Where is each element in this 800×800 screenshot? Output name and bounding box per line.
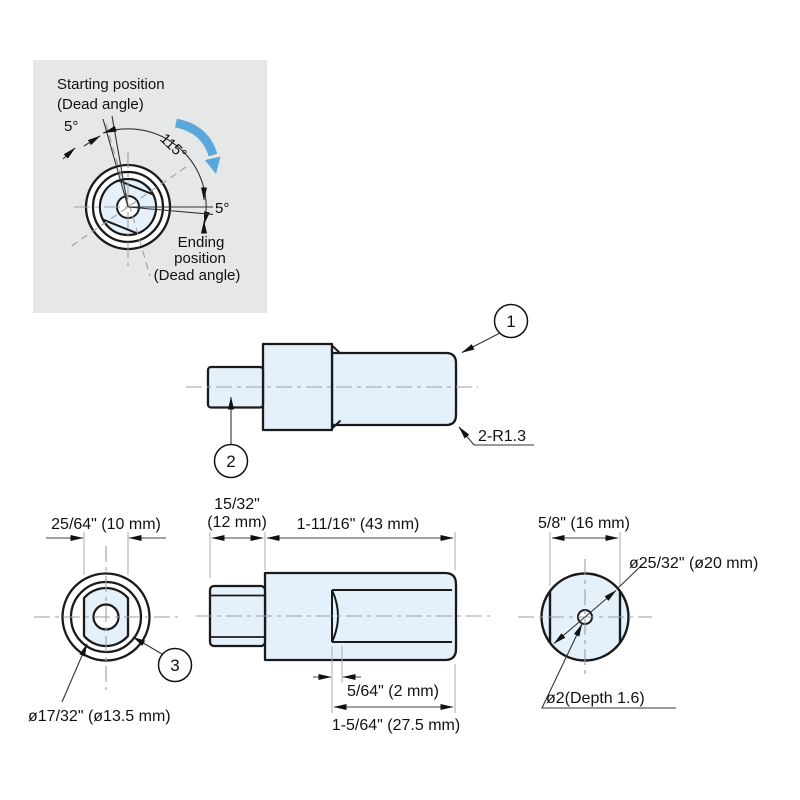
callout-1-circle <box>493 303 529 339</box>
ending-position-label-line2: position <box>174 250 226 267</box>
rotation-direction-arrow <box>174 118 218 157</box>
center-hole-dim: ø2(Depth 1.6) <box>546 690 645 707</box>
start-dead-angle-value: 5° <box>64 118 78 135</box>
starting-position-label-line1: Starting position <box>57 76 165 93</box>
callout-3-circle <box>157 647 193 683</box>
radius-note-text: 2-R1.3 <box>478 428 526 445</box>
start-angle-arrow-b <box>83 135 101 147</box>
dia-leader <box>616 562 645 590</box>
start-wedge-line-b <box>102 118 129 208</box>
callout-1-leader <box>461 332 501 353</box>
end-across-flats-dim: 5/8" (16 mm) <box>538 515 630 532</box>
start-angle-arrow-a <box>62 147 76 160</box>
bore-length-dim: 1-5/64" (27.5 mm) <box>332 717 460 734</box>
end-wedge-line-b <box>127 206 214 215</box>
ending-position-label-line1: Ending <box>178 234 225 251</box>
dia-arrow-upper <box>584 590 617 618</box>
stem-dim-line1: 15/32" <box>214 496 260 513</box>
shaft-dia-leader <box>61 643 88 703</box>
callout-1-number: 1 <box>506 312 515 331</box>
radius-note-leader <box>458 426 534 446</box>
end-view: 5/8" (16 mm) ø25/32" (ø20 mm) ø2(Depth 1… <box>518 515 758 709</box>
flange-chamfer-top <box>331 344 342 355</box>
end-diameter-dim: ø25/32" (ø20 mm) <box>629 555 758 572</box>
callout-2-circle <box>213 443 249 479</box>
body-profile <box>330 351 458 427</box>
side-view: 1 2 2-R1.3 <box>186 303 534 479</box>
ending-position-label-line3: (Dead angle) <box>154 267 241 284</box>
front-across-flats-dim: 25/64" (10 mm) <box>51 516 161 533</box>
callout-3-number: 3 <box>170 656 179 675</box>
dia-arrow-lower <box>553 616 586 644</box>
phantom-line-start-axis <box>105 123 151 277</box>
stem-dim-line2: (12 mm) <box>207 514 267 531</box>
body-length-dim: 1-11/16" (43 mm) <box>297 516 420 533</box>
callout-2-number: 2 <box>226 452 235 471</box>
rotation-range-inset: Starting position (Dead angle) 5° 115° <box>33 60 267 313</box>
rotation-direction-arrowhead <box>204 156 221 174</box>
center-hole-leader <box>541 623 676 709</box>
sweep-arc <box>102 128 207 226</box>
starting-position-label-line2: (Dead angle) <box>57 96 144 113</box>
shaft-dia-dim: ø17/32" (ø13.5 mm) <box>28 708 171 725</box>
callout-3-leader <box>132 636 163 655</box>
end-dead-angle-value: 5° <box>215 200 229 217</box>
front-view: 25/64" (10 mm) 3 ø17/32" (ø13.5 mm) <box>28 516 193 725</box>
section-view: 15/32" (12 mm) 1-11/16" (43 mm) 5/64" (2… <box>196 496 490 734</box>
slot-depth-dim: 5/64" (2 mm) <box>347 683 439 700</box>
flange-chamfer-bottom <box>331 419 342 430</box>
sweep-arc-arrow-start <box>103 125 117 134</box>
